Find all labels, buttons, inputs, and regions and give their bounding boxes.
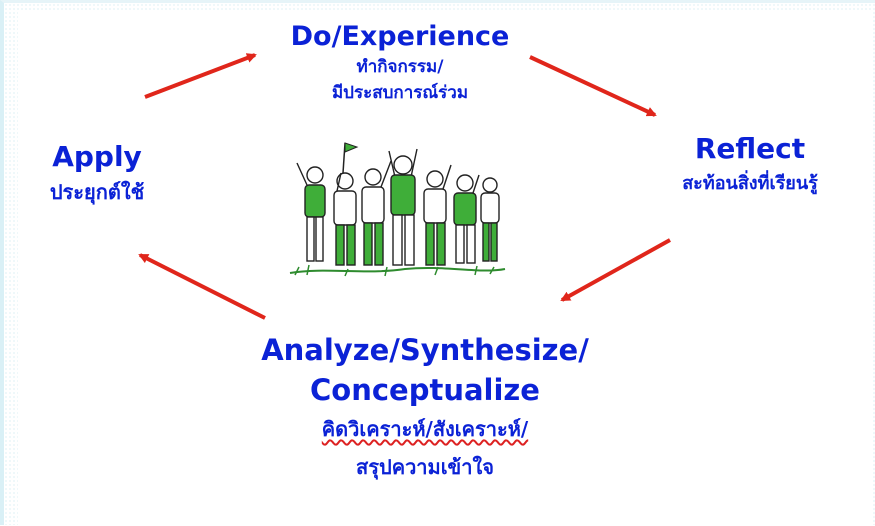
stage-analyze-synthesize: Analyze/Synthesize/ Conceptualize คิดวิเ…	[195, 330, 655, 486]
stage-analyze-thai-line2: สรุปความเข้าใจ	[356, 455, 494, 479]
stage-do-thai-line2: มีประสบการณ์ร่วม	[331, 83, 469, 103]
stage-analyze-title-line1: Analyze/Synthesize/	[261, 333, 589, 367]
group-of-people-cheering-icon	[289, 142, 506, 277]
stage-do-experience: Do/Experience ทำกิจกรรม/ มีประสบการณ์ร่ว…	[270, 20, 530, 106]
stage-reflect-thai: สะท้อนสิ่งที่เรียนรู้	[682, 173, 818, 194]
stage-analyze-title-line2: Conceptualize	[310, 373, 540, 407]
arrow-apply-to-do	[144, 53, 257, 99]
stage-do-thai-line1: ทำกิจกรรม/	[356, 57, 444, 77]
stage-analyze-thai-line1: คิดวิเคราะห์/สังเคราะห์/	[321, 417, 529, 441]
stage-apply-thai: ประยุกต์ใช้	[49, 180, 145, 204]
stage-apply-title: Apply	[52, 140, 142, 173]
arrow-reflect-to-analyze	[560, 238, 671, 302]
stage-do-title: Do/Experience	[290, 21, 510, 52]
stage-apply: Apply ประยุกต์ใช้	[22, 138, 172, 208]
arrow-do-to-reflect	[529, 55, 657, 117]
stage-reflect-title: Reflect	[694, 132, 806, 165]
arrow-analyze-to-apply	[138, 253, 266, 320]
stage-reflect: Reflect สะท้อนสิ่งที่เรียนรู้	[630, 130, 870, 200]
